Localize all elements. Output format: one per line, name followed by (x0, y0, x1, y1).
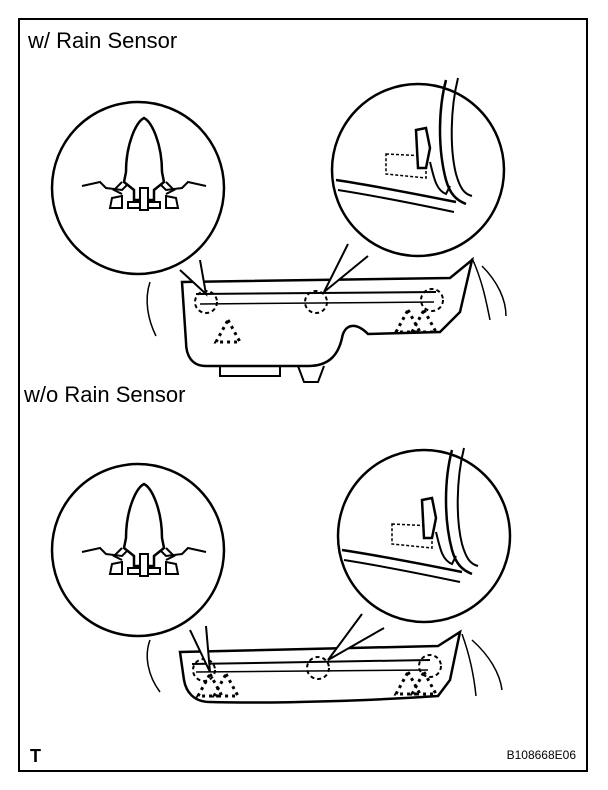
assembly-with-rain-sensor (50, 76, 507, 383)
diagram-illustration (50, 76, 512, 704)
corner-mark: T (30, 746, 41, 766)
label-with-rain-sensor: w/ Rain Sensor (28, 28, 178, 53)
assembly-without-rain-sensor (50, 446, 512, 704)
part-code: B108668E06 (506, 748, 576, 762)
diagram-frame: w/ Rain Sensor w/o Rain Sensor T B108668… (18, 18, 588, 772)
label-without-rain-sensor: w/o Rain Sensor (24, 382, 186, 407)
